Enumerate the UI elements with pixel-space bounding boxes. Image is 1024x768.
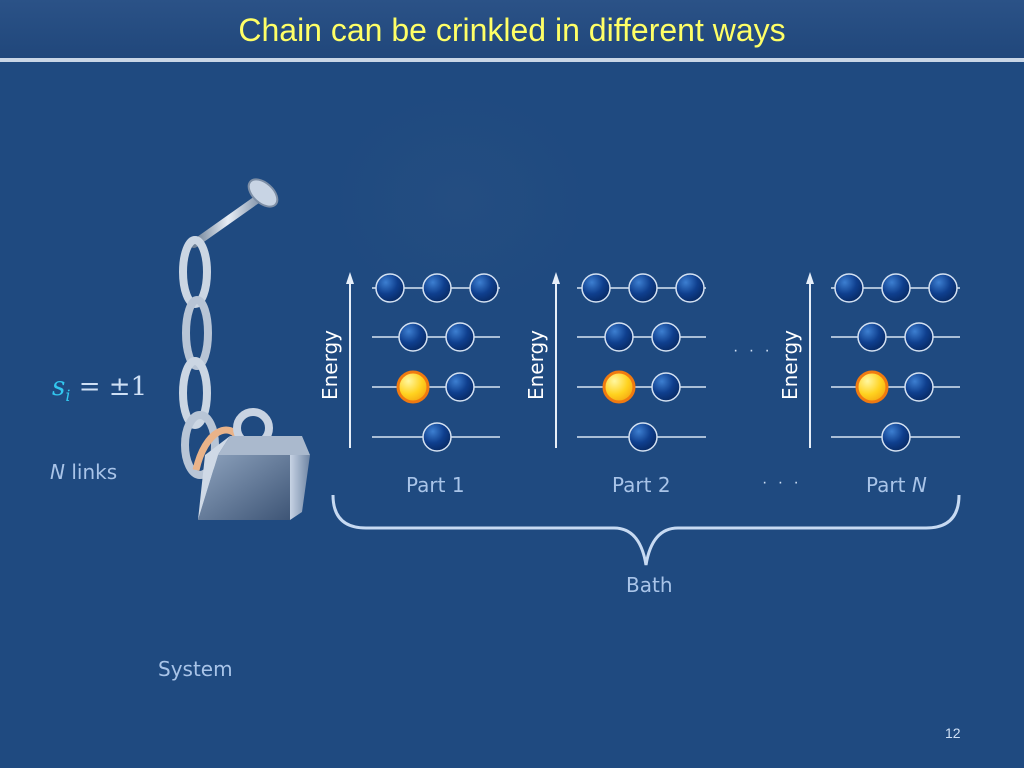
page-number: 12 [945, 725, 961, 741]
energy-ball [675, 273, 705, 303]
ellipsis-parts: · · · [762, 474, 802, 491]
occupied-energy-ball [855, 370, 889, 404]
background-glow [330, 90, 590, 310]
part-1-label: Part 1 [406, 473, 465, 497]
energy-ball [445, 322, 475, 352]
bath-part-n: Energy [778, 272, 960, 452]
energy-ball [928, 273, 958, 303]
energy-ball [904, 372, 934, 402]
occupied-energy-ball [396, 370, 430, 404]
chain-links-icon [179, 236, 273, 479]
bath-part-1: Energy [318, 272, 500, 452]
occupied-energy-ball [602, 370, 636, 404]
energy-ball [628, 422, 658, 452]
bath-brace [331, 494, 961, 566]
energy-axis-label: Energy [524, 330, 548, 400]
system-label: System [158, 657, 233, 681]
bath-part-2: Energy [524, 272, 706, 452]
spin-equation: si = ±1 [52, 372, 148, 405]
energy-ball [904, 322, 934, 352]
ellipsis-energy: · · · [733, 342, 773, 359]
energy-ball [581, 273, 611, 303]
bath-label: Bath [626, 573, 673, 597]
nail-icon [190, 178, 279, 248]
weight-icon [198, 436, 310, 520]
energy-axis-label: Energy [778, 330, 802, 400]
energy-ball [834, 273, 864, 303]
energy-ball [469, 273, 499, 303]
energy-ball [375, 273, 405, 303]
energy-axis-label: Energy [318, 330, 342, 400]
energy-ball [857, 322, 887, 352]
energy-ball [445, 372, 475, 402]
energy-ball [398, 322, 428, 352]
part-n-label: Part N [866, 473, 927, 497]
part-2-label: Part 2 [612, 473, 671, 497]
energy-ball [881, 273, 911, 303]
links-count-label: N links [50, 460, 118, 484]
energy-ball [604, 322, 634, 352]
energy-ball [422, 422, 452, 452]
slide-title: Chain can be crinkled in different ways [238, 12, 786, 48]
energy-ball [651, 372, 681, 402]
energy-ball [651, 322, 681, 352]
energy-ball [881, 422, 911, 452]
title-bar [0, 0, 1024, 62]
chain-illustration [179, 178, 310, 520]
energy-ball [628, 273, 658, 303]
energy-ball [422, 273, 452, 303]
